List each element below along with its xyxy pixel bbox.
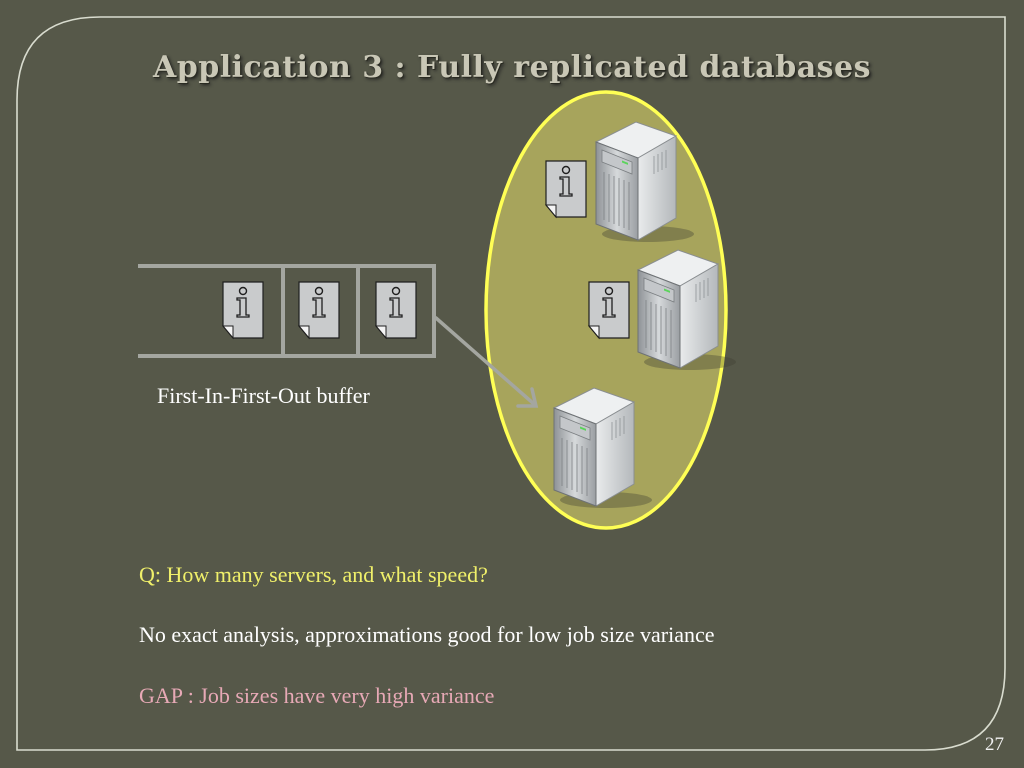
question-text: Q: How many servers, and what speed? (139, 562, 488, 587)
queued-job-icon-3 (375, 281, 417, 339)
processing-job-icon-2 (588, 281, 630, 339)
page-number: 27 (985, 734, 1004, 755)
gap-text: GAP : Job sizes have very high variance (139, 683, 495, 708)
analysis-text: No exact analysis, approximations good f… (139, 622, 715, 647)
queued-job-icon-1 (222, 281, 264, 339)
queued-job-icon-2 (298, 281, 340, 339)
buffer-label: First-In-First-Out buffer (157, 383, 370, 408)
fifo-buffer (138, 264, 436, 358)
processing-job-icon-1 (545, 160, 587, 218)
slide-title: Application 3 : Fully replicated databas… (152, 50, 872, 85)
dispatch-arrow (434, 316, 539, 408)
